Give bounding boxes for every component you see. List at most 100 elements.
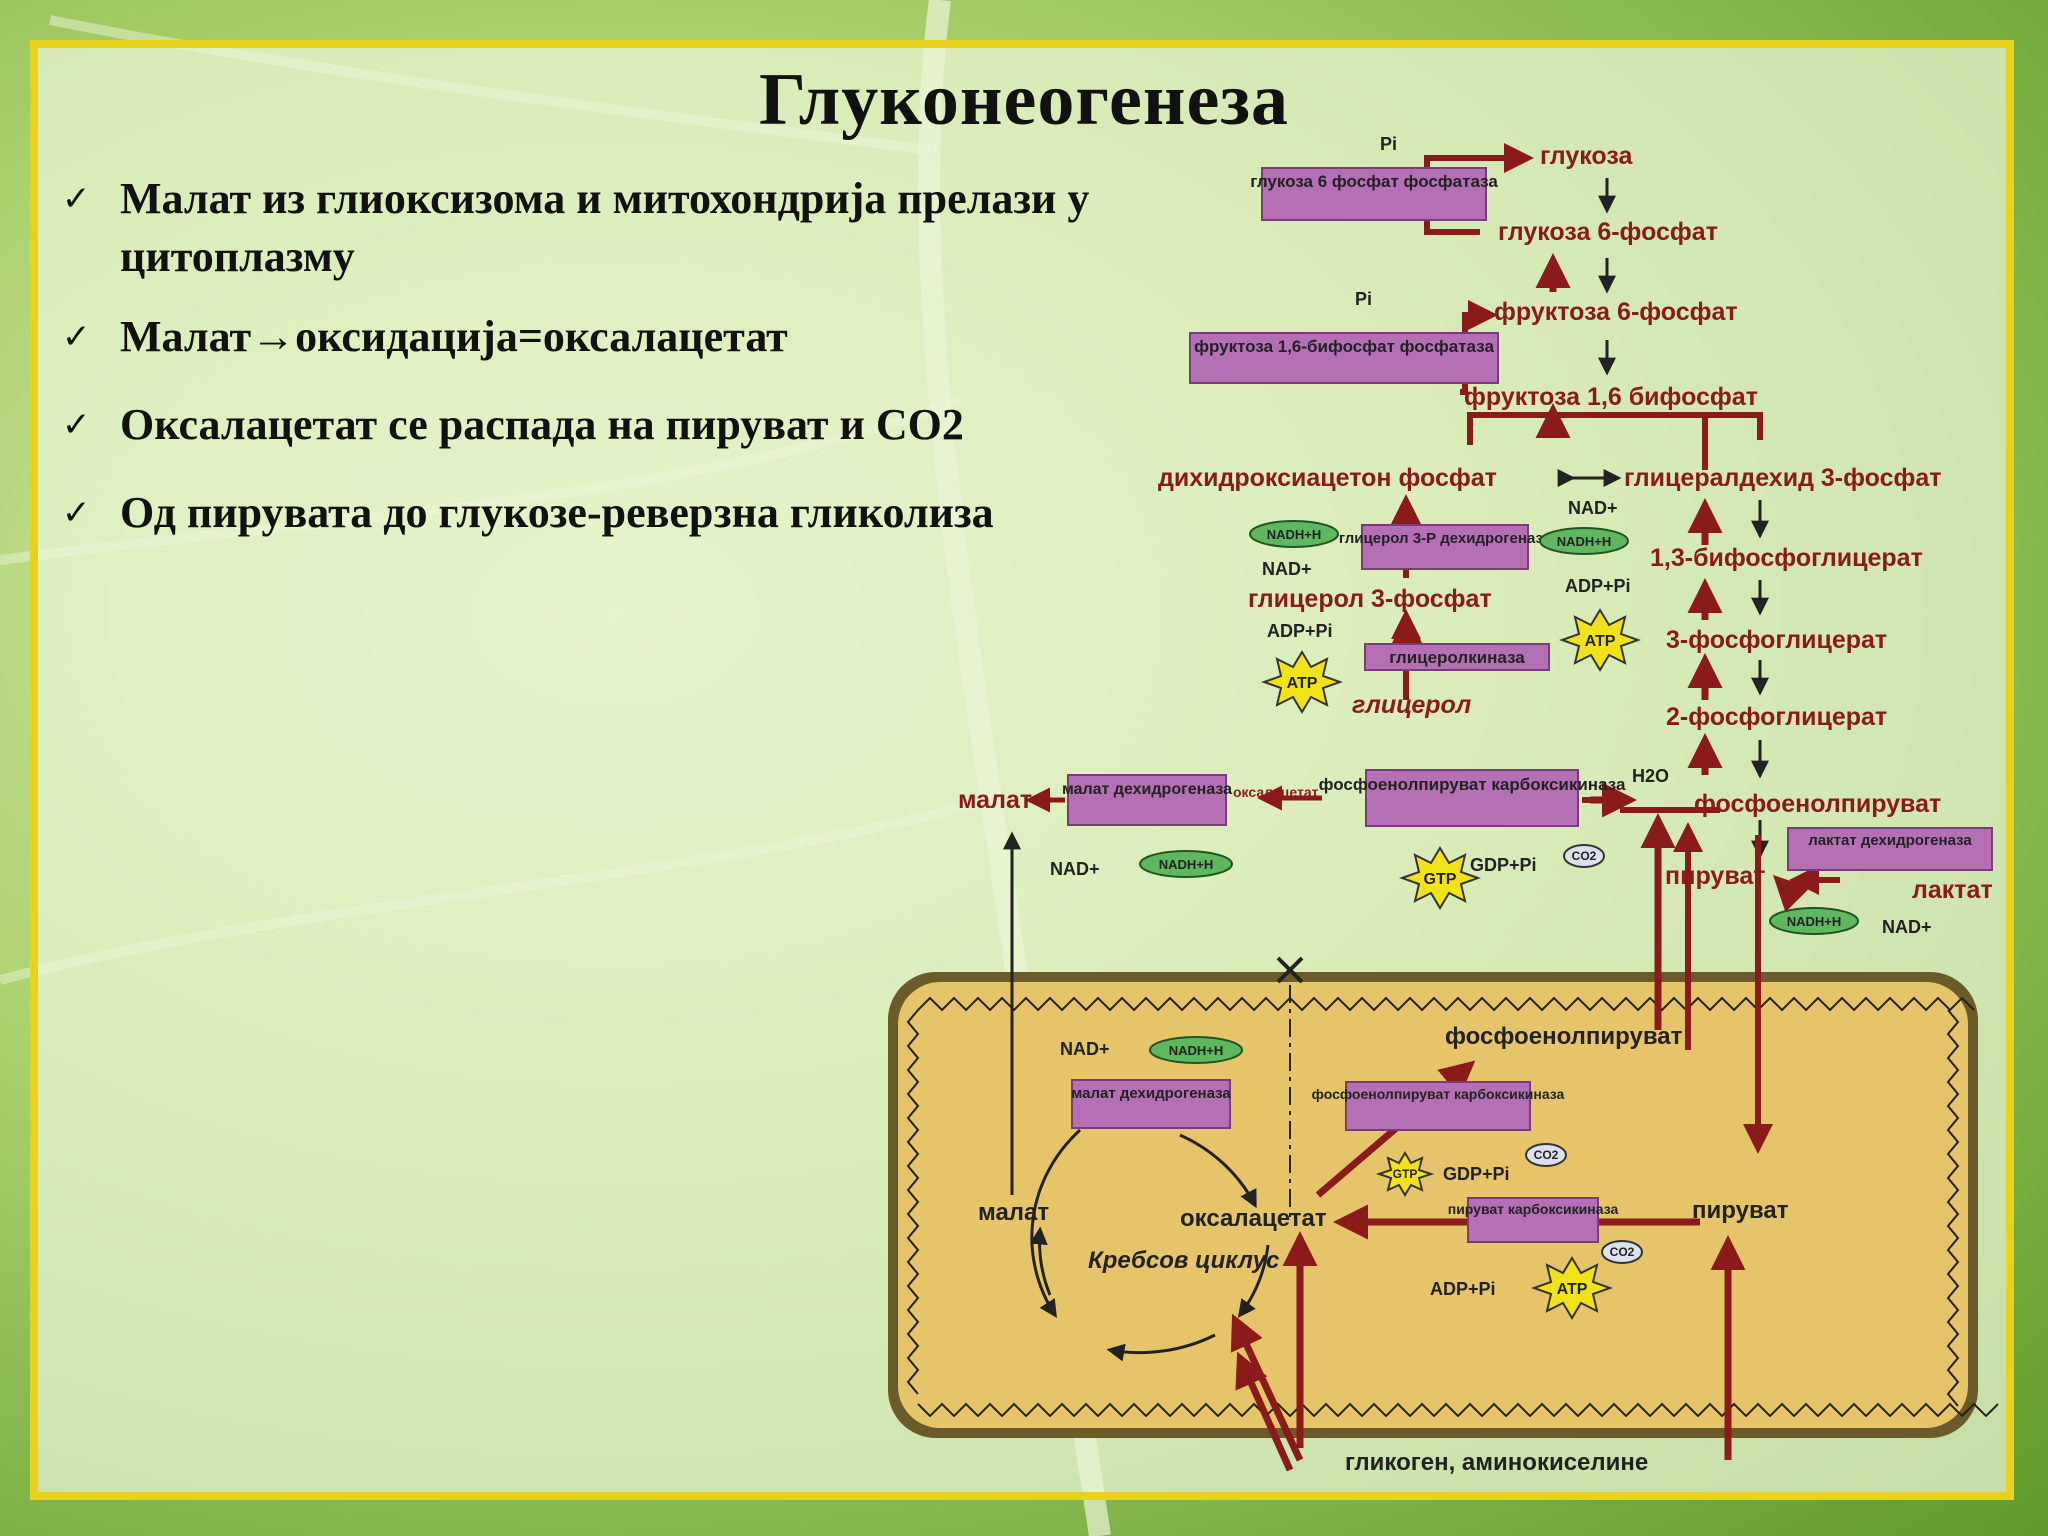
- mito-malate-label: малат: [978, 1199, 1049, 1226]
- enzyme-pepck-cyto: фосфоенолпируват карбоксикиназа: [1319, 769, 1626, 827]
- enzyme-label: фосфоенолпируват карбоксикиназа: [1319, 775, 1626, 794]
- enzyme-mdh-mito: малат дехидрогеназа: [1071, 1079, 1231, 1129]
- metabolite-bpg13: 1,3-бифосфоглицерат: [1650, 544, 1923, 572]
- glycogen-label: гликоген, аминокиселине: [1345, 1449, 1648, 1476]
- svg-text:ATP: ATP: [1557, 1281, 1588, 1298]
- atp-star-icon: ATP: [1530, 1256, 1614, 1320]
- metabolite-dhap: дихидроксиацетон фосфат: [1158, 464, 1497, 492]
- krebs-cycle: [1029, 1128, 1270, 1362]
- bullet-list: ✓ Малат из глиоксизома и митохондрија пр…: [62, 170, 1182, 542]
- metabolite-glycerol: глицерол: [1352, 691, 1472, 719]
- atp-star-icon: ATP: [1558, 608, 1642, 672]
- metabolite-pg3: 3-фосфоглицерат: [1666, 626, 1887, 654]
- gtp-star-icon: GTP: [1375, 1151, 1435, 1197]
- enzyme-mdh-cyto: малат дехидрогеназа: [1062, 774, 1232, 826]
- mito-pyruvate-label: пируват: [1692, 1197, 1789, 1224]
- nad-label: NAD+: [1050, 859, 1100, 879]
- nad-label: NAD+: [1568, 498, 1618, 518]
- co2-badge: CO2: [1563, 844, 1605, 868]
- enzyme-g3pdh: глицерол 3-Р дехидрогеназа: [1339, 524, 1552, 570]
- svg-text:GTP: GTP: [1424, 871, 1457, 888]
- metabolite-fructose16bp: фруктоза 1,6 бифосфат: [1464, 383, 1758, 411]
- checkmark-icon: ✓: [62, 405, 91, 445]
- metabolite-lactate: лактат: [1912, 876, 1993, 904]
- enzyme-label: глицерол 3-Р дехидрогеназа: [1339, 530, 1552, 547]
- metabolite-fructose6p: фруктоза 6-фосфат: [1494, 298, 1738, 326]
- nadh-badge: NADH+H: [1139, 850, 1233, 878]
- mito-oxaloacetate-label: оксалацетат: [1180, 1205, 1327, 1232]
- enzyme-label: пируват карбоксикиназа: [1448, 1201, 1619, 1217]
- mitochondrion: [888, 972, 1999, 1438]
- svg-text:NADH+H: NADH+H: [1159, 857, 1214, 872]
- enzyme-label: глицеролкиназа: [1389, 648, 1525, 667]
- nad-label: NAD+: [1262, 559, 1312, 579]
- enzyme-fbpase: фруктоза 1,6-бифосфат фосфатаза: [1189, 332, 1499, 384]
- bullet-item: ✓ Малат из глиоксизома и митохондрија пр…: [62, 170, 1182, 286]
- svg-text:CO2: CO2: [1572, 849, 1597, 863]
- checkmark-icon: ✓: [62, 179, 91, 219]
- gdp-pi-label: GDP+Pi: [1470, 855, 1537, 875]
- adp-pi-label: ADP+Pi: [1430, 1279, 1496, 1299]
- svg-text:CO2: CO2: [1610, 1245, 1635, 1259]
- enzyme-glycerolkinase: глицеролкиназа: [1364, 643, 1550, 671]
- adp-pi-label: ADP+Pi: [1565, 576, 1631, 596]
- metabolite-pg2: 2-фосфоглицерат: [1666, 703, 1887, 731]
- metabolite-glucose6p: глукоза 6-фосфат: [1498, 218, 1718, 246]
- metabolite-g3p: глицералдехид 3-фосфат: [1624, 464, 1942, 492]
- enzyme-g6pase: глукоза 6 фосфат фосфатаза: [1250, 167, 1498, 221]
- checkmark-icon: ✓: [62, 317, 91, 357]
- metabolite-glycerol3p: глицерол 3-фосфат: [1248, 585, 1492, 613]
- co2-badge: CO2: [1525, 1143, 1567, 1167]
- enzyme-label: фруктоза 1,6-бифосфат фосфатаза: [1194, 337, 1494, 356]
- nad-label: NAD+: [1060, 1039, 1110, 1059]
- bullet-text: Од пирувата до глукозе-реверзна гликолиз…: [120, 488, 994, 537]
- svg-text:ATP: ATP: [1287, 675, 1318, 692]
- enzyme-ldh: лактат дехидрогеназа: [1787, 827, 1993, 871]
- svg-text:NADH+H: NADH+H: [1267, 527, 1322, 542]
- enzyme-label: глукоза 6 фосфат фосфатаза: [1250, 172, 1498, 191]
- h2o-label: H2O: [1632, 766, 1669, 786]
- bullet-text: Малат из глиоксизома и митохондрија прел…: [120, 174, 1090, 281]
- enzyme-label: фосфоенолпируват карбоксикиназа: [1312, 1086, 1565, 1102]
- svg-text:NADH+H: NADH+H: [1169, 1043, 1224, 1058]
- nadh-badge: NADH+H: [1249, 520, 1339, 548]
- metabolite-pep: фосфоенолпируват: [1694, 790, 1941, 818]
- gtp-star-icon: GTP: [1398, 846, 1482, 910]
- svg-text:NADH+H: NADH+H: [1557, 534, 1612, 549]
- nadh-badge: NADH+H: [1539, 527, 1629, 555]
- enzyme-pc-mito: пируват карбоксикиназа: [1448, 1197, 1619, 1243]
- co2-badge: CO2: [1601, 1240, 1643, 1264]
- metabolite-pyruvate: пируват: [1665, 862, 1766, 890]
- mito-pep-label: фосфоенолпируват: [1445, 1023, 1683, 1050]
- inner-membrane: [917, 996, 1975, 1012]
- metabolite-glucose: глукоза: [1540, 142, 1633, 170]
- bullet-item: ✓ Од пирувата до глукозе-реверзна гликол…: [62, 484, 1182, 542]
- block-x-icon: [1276, 956, 1304, 984]
- bullet-text: Оксалацетат се распада на пируват и CO2: [120, 400, 964, 449]
- bullet-item: ✓ Малат→оксидација=оксалацетат: [62, 308, 1182, 366]
- svg-text:NADH+H: NADH+H: [1787, 914, 1842, 929]
- metabolite-oxaloacetate-small: оксалацетат: [1233, 784, 1319, 800]
- atp-star-icon: ATP: [1260, 650, 1344, 714]
- enzyme-label: лактат дехидрогеназа: [1808, 832, 1972, 849]
- enzyme-label: малат дехидрогеназа: [1071, 1085, 1231, 1102]
- gdp-pi-label: GDP+Pi: [1443, 1164, 1510, 1184]
- adp-pi-label: ADP+Pi: [1267, 621, 1333, 641]
- svg-text:ATP: ATP: [1585, 633, 1616, 650]
- pi-label: Pi: [1355, 289, 1372, 309]
- bullet-item: ✓ Оксалацетат се распада на пируват и CO…: [62, 396, 1182, 454]
- nadh-badge: NADH+H: [1149, 1036, 1243, 1064]
- svg-text:GTP: GTP: [1393, 1167, 1418, 1181]
- metabolite-malate: малат: [958, 786, 1032, 814]
- nadh-badge: NADH+H: [1769, 907, 1859, 935]
- enzyme-label: малат дехидрогеназа: [1062, 781, 1232, 798]
- slide-title: Глуконеогенеза: [758, 59, 1290, 141]
- nad-label: NAD+: [1882, 917, 1932, 937]
- svg-text:CO2: CO2: [1534, 1148, 1559, 1162]
- pi-label: Pi: [1380, 134, 1397, 154]
- enzyme-pepck-mito: фосфоенолпируват карбоксикиназа: [1312, 1081, 1565, 1131]
- glycolysis-arrows: [1598, 178, 1769, 859]
- krebs-cycle-label: Кребсов циклус: [1088, 1247, 1279, 1274]
- checkmark-icon: ✓: [62, 493, 91, 533]
